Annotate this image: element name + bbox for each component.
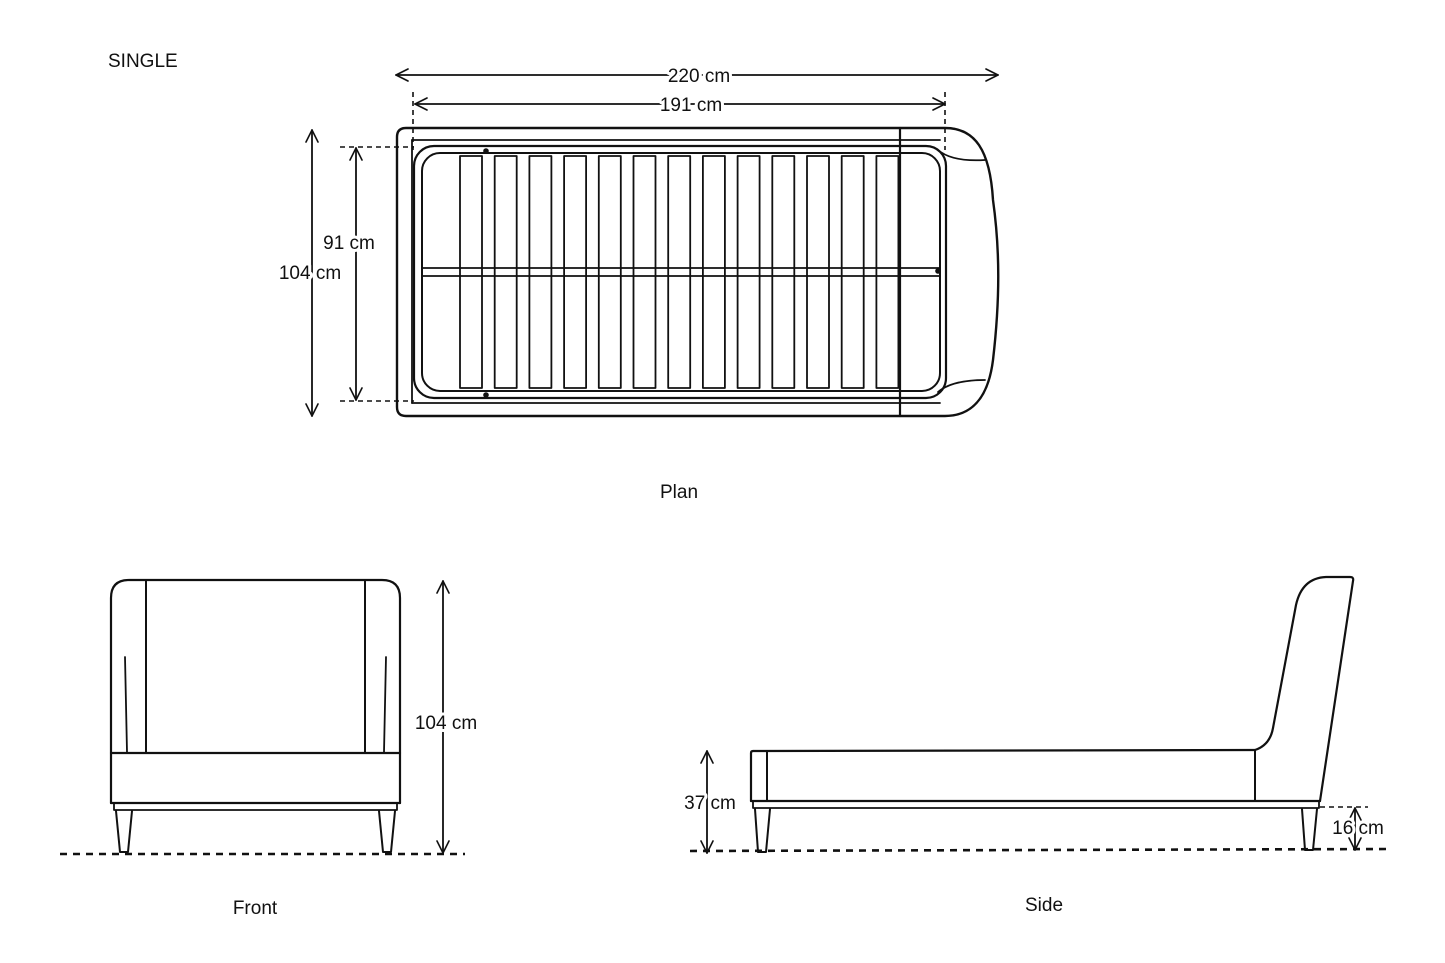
slat [597, 155, 622, 389]
fixing-dot [935, 268, 941, 274]
dim-label-inner-width: 91 cm [323, 233, 375, 254]
slat [528, 155, 553, 389]
slat [840, 155, 865, 389]
dim-label-front-height: 104 cm [415, 713, 477, 734]
dim-label-inner-length: 191 cm [660, 95, 722, 116]
slat [493, 155, 518, 389]
plan-view: 220 cm 191 cm 104 cm 91 cm Plan [276, 63, 1000, 503]
slat [459, 155, 483, 389]
dim-label-leg-height: 16 cm [1332, 818, 1384, 839]
front-headboard [109, 578, 402, 805]
side-floor-line [689, 847, 1389, 853]
slat-base-inner [421, 152, 941, 392]
slat [736, 155, 761, 389]
dim-label-overall-length: 220 cm [668, 66, 730, 87]
slat [875, 155, 900, 389]
dim-label-overall-width: 104 cm [279, 263, 341, 284]
plan-outer-frame [395, 126, 1000, 418]
slat [563, 155, 587, 389]
side-caption: Side [1025, 895, 1063, 916]
plan-caption: Plan [660, 482, 698, 503]
slat [702, 155, 726, 389]
side-leg-head [1301, 808, 1318, 851]
size-title: SINGLE [108, 51, 178, 72]
front-leg-right [378, 810, 396, 853]
front-wing-left [124, 656, 128, 753]
slat-group [459, 155, 900, 389]
side-headboard [1253, 575, 1355, 803]
front-leg-left [115, 810, 133, 853]
front-wing-right [383, 656, 387, 753]
dim-label-rail-height: 37 cm [684, 793, 736, 814]
front-plinth [113, 802, 398, 811]
side-rail [749, 748, 1257, 803]
side-view: 37 cm 16 cm Side [681, 575, 1389, 916]
slat [632, 155, 657, 389]
side-plinth [752, 800, 1320, 809]
slat [806, 155, 830, 389]
side-leg-foot [754, 808, 771, 853]
front-view: 104 cm Front [60, 578, 480, 919]
front-caption: Front [233, 898, 278, 919]
slat [667, 155, 692, 389]
fixing-dot [483, 148, 489, 154]
fixing-dot [483, 392, 489, 398]
slat [771, 155, 796, 389]
slat-base-outer [412, 144, 948, 400]
